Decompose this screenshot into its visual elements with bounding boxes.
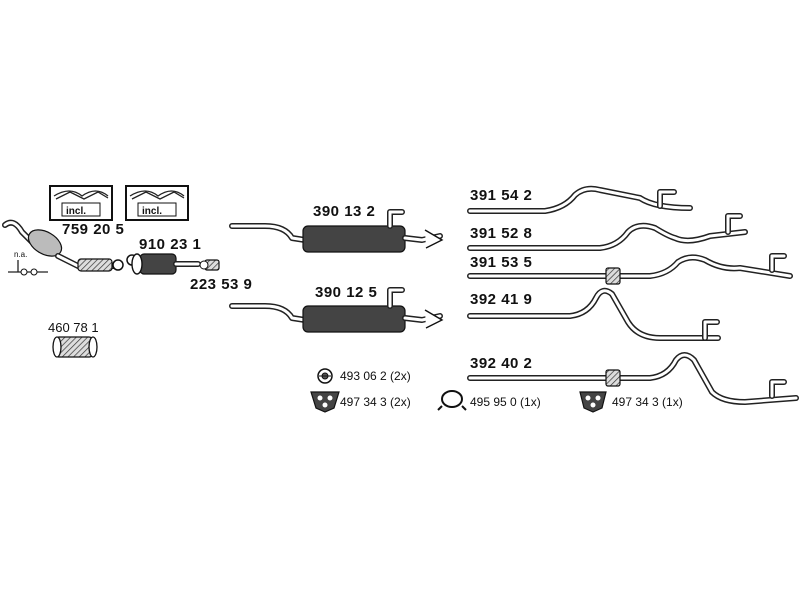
accessory-497343-1x: 497 34 3 (1x) — [612, 395, 683, 409]
part-number-390125: 390 12 5 — [315, 284, 378, 301]
tail-pipe-392419 — [467, 287, 721, 341]
part-number-391535: 391 53 5 — [470, 254, 533, 271]
incl-label-2: incl. — [142, 206, 162, 217]
tail-pipe-391528 — [467, 213, 748, 251]
not-available-label: n.a. — [14, 250, 28, 259]
clamp-223539 — [199, 259, 220, 271]
part-number-390132: 390 13 2 — [313, 203, 376, 220]
rear-silencer-390125 — [229, 287, 444, 333]
accessory-493062: 493 06 2 (2x) — [340, 369, 411, 383]
part-number-223539: 223 53 9 — [190, 276, 253, 293]
part-number-392402: 392 40 2 — [470, 355, 533, 372]
tail-pipe-392402 — [467, 352, 799, 405]
front-pipe-catalyst — [2, 219, 124, 276]
rubber-hanger-icon-1 — [310, 391, 340, 413]
part-number-391528: 391 52 8 — [470, 225, 533, 242]
tail-pipe-391535 — [467, 253, 793, 285]
rear-silencer-390132 — [229, 209, 444, 253]
tail-pipe-391542 — [467, 185, 693, 214]
accessory-497343-2x: 497 34 3 (2x) — [340, 395, 411, 409]
part-number-391542: 391 54 2 — [470, 187, 533, 204]
rubber-ring-icon — [317, 368, 333, 384]
flex-pipe-460781 — [52, 336, 98, 358]
gasket-kit-box-1: incl. — [49, 185, 113, 221]
part-number-460781: 460 78 1 — [48, 320, 99, 335]
part-number-392419: 392 41 9 — [470, 291, 533, 308]
part-number-759205: 759 20 5 — [62, 221, 125, 238]
gasket-kit-box-2: incl. — [125, 185, 189, 221]
rubber-hanger-icon-2 — [579, 391, 607, 413]
clamp-ring-icon — [437, 390, 467, 411]
incl-label-1: incl. — [66, 206, 86, 217]
intermediate-pipe-910231 — [126, 253, 201, 275]
part-number-910231: 910 23 1 — [139, 236, 202, 253]
accessory-495950: 495 95 0 (1x) — [470, 395, 541, 409]
